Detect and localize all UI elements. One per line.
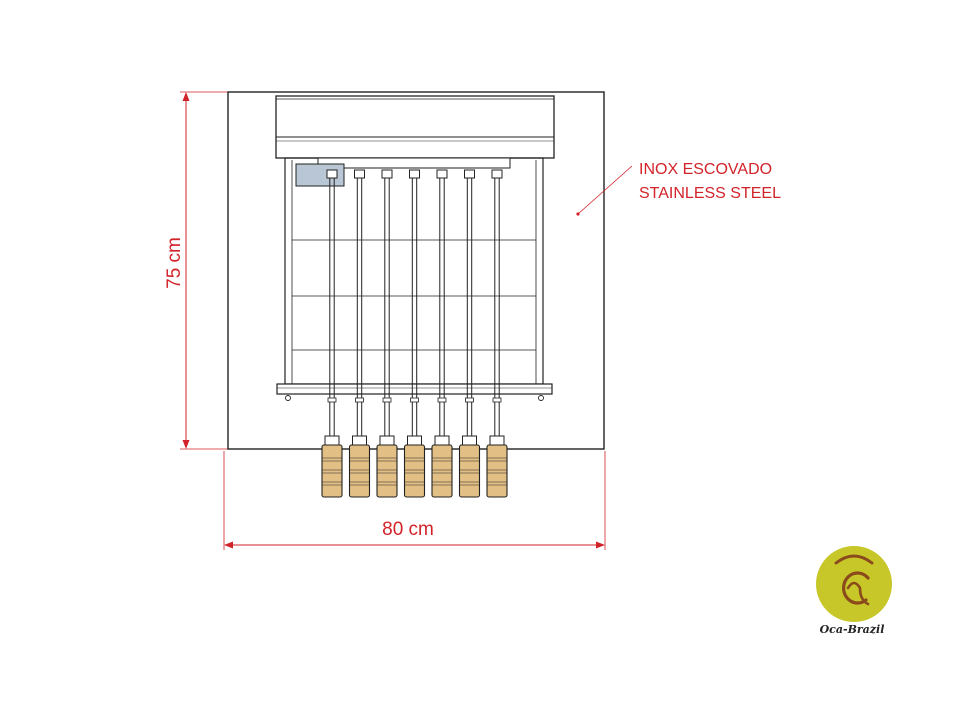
skewer-tip xyxy=(326,169,338,179)
skewer-collar xyxy=(410,397,419,403)
skewer-tip xyxy=(409,169,420,179)
logo-o-icon xyxy=(842,571,870,605)
skewer-handle xyxy=(376,444,398,498)
top-hood xyxy=(275,95,555,159)
skewer-ferrule xyxy=(489,435,505,446)
width-arrow-left xyxy=(224,541,233,549)
skewer-handle xyxy=(486,444,508,498)
tray-foot-left xyxy=(285,395,291,401)
skewer-collar xyxy=(382,397,392,403)
skewer-tip xyxy=(381,169,393,179)
width-arrow-right xyxy=(596,541,605,549)
skewer-tip xyxy=(464,169,475,179)
tray-foot-right xyxy=(538,395,544,401)
skewer-handle xyxy=(458,444,481,498)
skewer-ferrule xyxy=(407,435,422,446)
skewer-ferrule xyxy=(462,435,477,446)
height-arrow-top xyxy=(182,92,190,101)
skewer-ferrule xyxy=(379,435,395,446)
height-arrow-bottom xyxy=(182,440,190,449)
skewer-collar xyxy=(355,397,364,403)
skewer-handle xyxy=(321,444,343,498)
brand-logo: Oca-Brazil xyxy=(816,546,892,636)
bottom-tray xyxy=(276,383,553,395)
skewer-group xyxy=(321,169,508,498)
height-label: 75 cm xyxy=(164,237,185,289)
skewer-ferrule xyxy=(352,435,367,446)
annotation-line-2: STAINLESS STEEL xyxy=(639,185,781,202)
skewer-handle xyxy=(348,444,371,498)
annotation-leader xyxy=(577,165,633,215)
hood-body xyxy=(275,95,555,159)
width-label: 80 cm xyxy=(382,519,434,540)
skewer-handle xyxy=(431,444,453,498)
skewer-tip xyxy=(436,169,448,179)
skewer-collar xyxy=(437,397,447,403)
skewer-ferrule xyxy=(434,435,450,446)
skewer-handle xyxy=(403,444,426,498)
skewer-tip xyxy=(354,169,365,179)
skewer-collar xyxy=(492,397,502,403)
rack-top-bar xyxy=(317,157,511,169)
logo-roof-icon xyxy=(834,554,874,565)
material-annotation: INOX ESCOVADO STAINLESS STEEL xyxy=(576,161,781,216)
skewer-collar xyxy=(327,397,337,403)
annotation-line-1: INOX ESCOVADO xyxy=(639,161,772,178)
annotation-dot xyxy=(576,212,580,216)
skewer-tip xyxy=(491,169,503,179)
width-dimension: 80 cm xyxy=(223,451,606,550)
logo-inner-icon xyxy=(846,581,870,606)
height-dimension: 75 cm xyxy=(164,91,228,450)
skewer-collar xyxy=(465,397,474,403)
logo-name: Oca-Brazil xyxy=(820,623,885,636)
skewer-ferrule xyxy=(324,435,340,446)
